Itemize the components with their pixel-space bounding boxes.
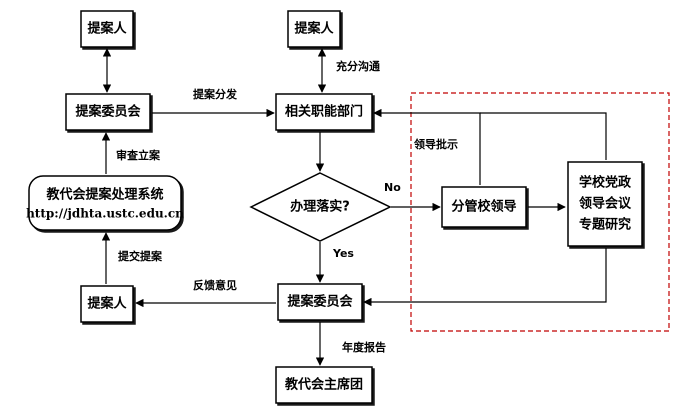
leadership-meeting-node: 学校党政 领导会议 专题研究 <box>567 161 643 247</box>
presidium-label: 教代会主席团 <box>284 377 363 393</box>
system-url-label: http://jdhta.ustc.edu.cn <box>26 207 184 221</box>
committee-left-node: 提案委员会 <box>65 93 151 131</box>
meeting-line3-label: 专题研究 <box>579 217 631 233</box>
departments-label: 相关职能部门 <box>285 104 363 120</box>
proposer-top-center-node: 提案人 <box>287 10 341 48</box>
proposer-top-center-label: 提案人 <box>294 21 334 37</box>
label-full-communication: 充分沟通 <box>336 59 380 73</box>
label-submit: 提交提案 <box>118 249 163 263</box>
leadership-dashed-region <box>410 92 670 332</box>
committee-left-label: 提案委员会 <box>75 104 141 120</box>
label-annual-report: 年度报告 <box>342 340 386 354</box>
proposal-system-node: 教代会提案处理系统 http://jdhta.ustc.edu.cn <box>26 175 184 231</box>
edge-meeting-departments <box>480 112 607 160</box>
label-yes: Yes <box>332 247 354 260</box>
label-review-register: 审查立案 <box>116 148 161 162</box>
committee-bottom-node: 提案委员会 <box>277 283 363 321</box>
system-name-label: 教代会提案处理系统 <box>45 187 163 203</box>
proposer-bottom-left-node: 提案人 <box>80 285 134 323</box>
proposer-top-left-label: 提案人 <box>87 21 127 37</box>
committee-bottom-label: 提案委员会 <box>287 294 353 310</box>
edge-meeting-committee-bottom <box>363 248 607 307</box>
decision-node: 办理落实? <box>249 172 392 242</box>
meeting-line2-label: 领导会议 <box>579 196 632 212</box>
decision-label: 办理落实? <box>290 199 350 215</box>
label-feedback: 反馈意见 <box>193 278 237 292</box>
proposer-top-left-node: 提案人 <box>80 10 134 48</box>
branch-leader-node: 分管校领导 <box>441 186 527 228</box>
label-distribute: 提案分发 <box>193 87 238 101</box>
label-leader-instruction: 领导批示 <box>413 137 458 151</box>
presidium-node: 教代会主席团 <box>275 366 373 404</box>
branch-leader-label: 分管校领导 <box>451 199 516 215</box>
proposer-bottom-left-label: 提案人 <box>87 296 127 312</box>
departments-node: 相关职能部门 <box>275 93 373 131</box>
label-no: No <box>384 181 401 194</box>
meeting-line1-label: 学校党政 <box>579 175 632 191</box>
